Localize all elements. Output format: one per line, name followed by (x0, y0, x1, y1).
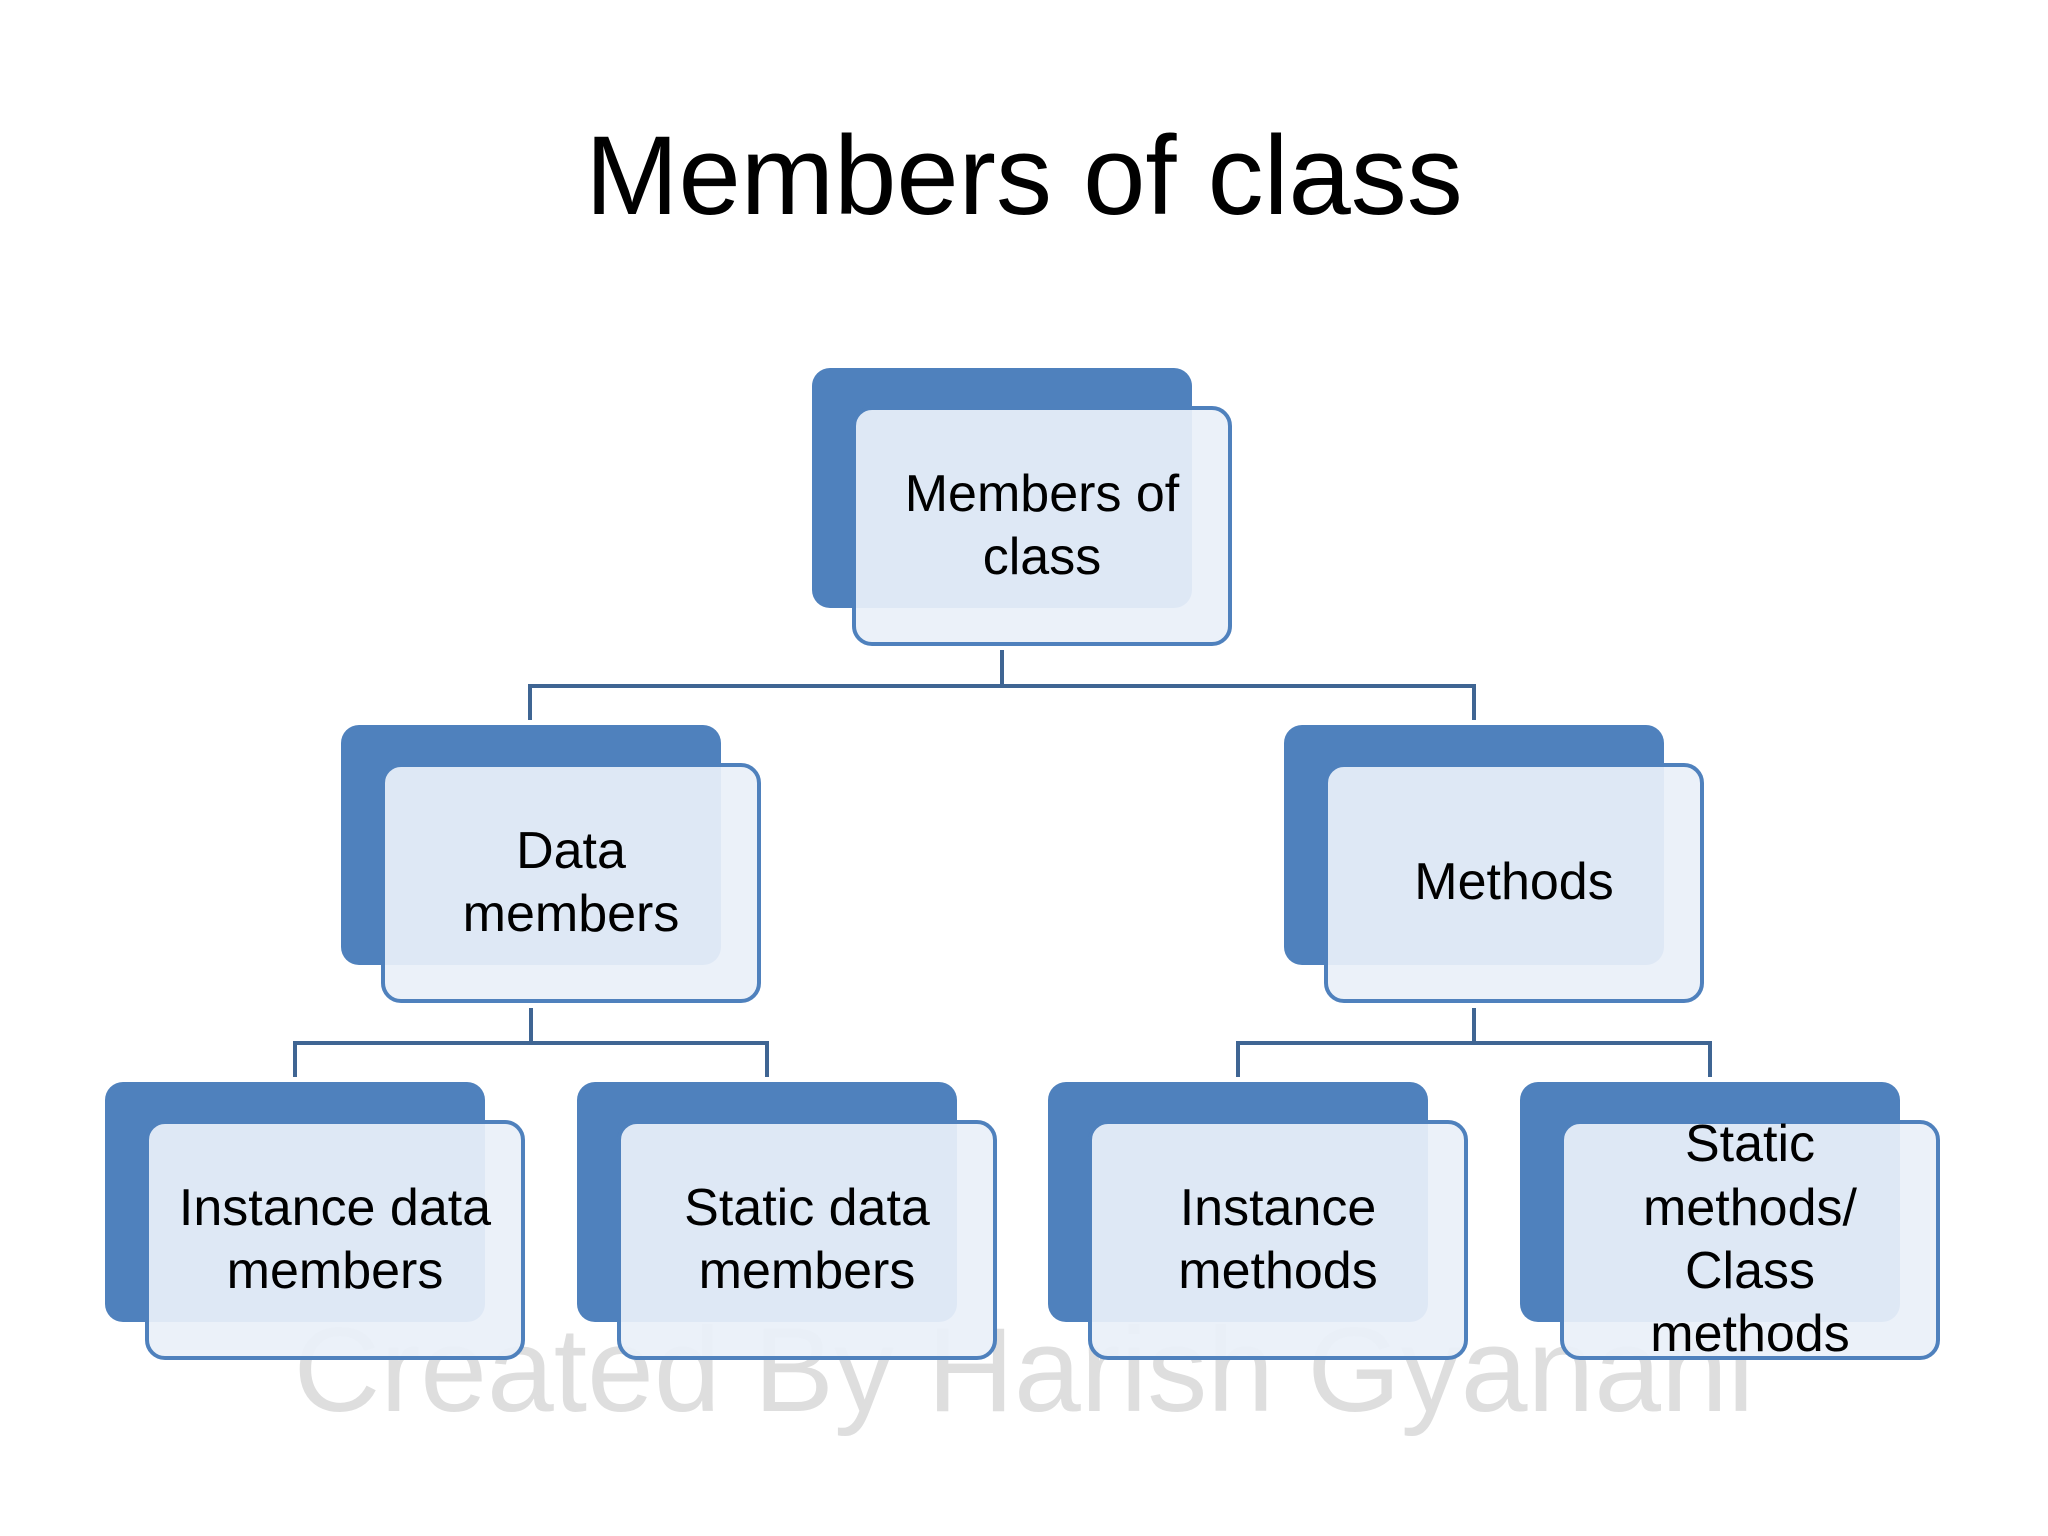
node-box: Static data members (617, 1120, 997, 1360)
connector-root-right (1002, 684, 1476, 720)
node-label: Instance methods (1178, 1178, 1378, 1300)
connector-methods (1236, 1008, 1476, 1077)
connector-methods-right (1474, 1041, 1712, 1077)
node-box: Methods (1324, 763, 1704, 1003)
watermark-text: Created By Harish Gyanani (293, 1303, 1755, 1437)
node-box: Instance methods (1088, 1120, 1468, 1360)
connector-data-members (293, 1008, 533, 1077)
node-label: Members of class (904, 464, 1180, 586)
node-label: Static data members (684, 1178, 930, 1300)
node-box: Instance data members (145, 1120, 525, 1360)
node-label: Instance data members (178, 1178, 492, 1300)
node-box: Data members (381, 763, 761, 1003)
node-label: Methods (1414, 853, 1614, 912)
node-label: Data members (462, 821, 680, 943)
node-box: Static methods/ Class methods (1560, 1115, 1940, 1363)
slide-title: Members of class (585, 113, 1463, 238)
node-box: Members of class (852, 406, 1232, 646)
connector-data-members-right (531, 1041, 769, 1077)
node-label: Static methods/ Class methods (1643, 1115, 1857, 1364)
connector-root (528, 650, 1004, 720)
